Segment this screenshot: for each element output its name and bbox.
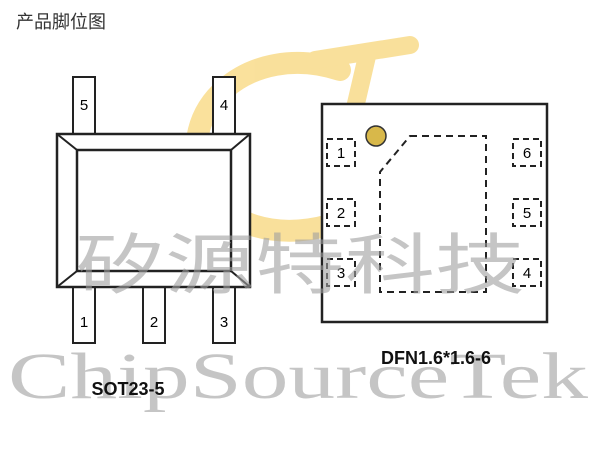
dfn-pad-6 bbox=[512, 138, 542, 167]
dfn-body bbox=[320, 102, 549, 324]
sot23-pin-label: 4 bbox=[220, 97, 228, 114]
dfn-pad-1 bbox=[326, 138, 356, 167]
dfn-pin-label: 2 bbox=[337, 205, 345, 222]
watermark-english-text: ChipSourceTek bbox=[8, 340, 588, 413]
watermark-chinese-text: 矽源特科技 bbox=[75, 227, 525, 304]
dfn-pad-5 bbox=[512, 198, 542, 227]
sot23-pin-label: 2 bbox=[150, 314, 158, 331]
sot23-label: SOT23-5 bbox=[91, 379, 164, 399]
dfn-label: DFN1.6*1.6-6 bbox=[381, 348, 491, 368]
dfn-pad-3 bbox=[326, 258, 356, 287]
dfn-pad-4 bbox=[512, 258, 542, 287]
dfn-pad-2 bbox=[326, 198, 356, 227]
sot23-pin-label: 5 bbox=[80, 97, 88, 114]
sot23-pin-label: 1 bbox=[80, 314, 88, 331]
sot23-body-inner bbox=[75, 148, 233, 273]
sot23-body bbox=[55, 132, 252, 289]
sot23-package: 5 4 1 2 3 bbox=[55, 76, 252, 344]
dfn-pin-label: 1 bbox=[337, 145, 345, 162]
dfn-package: 1 2 3 6 5 4 bbox=[320, 102, 549, 324]
dfn-pin-label: 4 bbox=[523, 265, 531, 282]
dfn-pin-label: 3 bbox=[337, 265, 345, 282]
dfn-exposed-pad bbox=[379, 135, 487, 293]
page-title: 产品脚位图 bbox=[16, 12, 106, 33]
pin1-marker-icon bbox=[365, 125, 387, 147]
sot23-pin-label: 3 bbox=[220, 314, 228, 331]
dfn-pin-label: 5 bbox=[523, 205, 531, 222]
dfn-pin-label: 6 bbox=[523, 145, 531, 162]
